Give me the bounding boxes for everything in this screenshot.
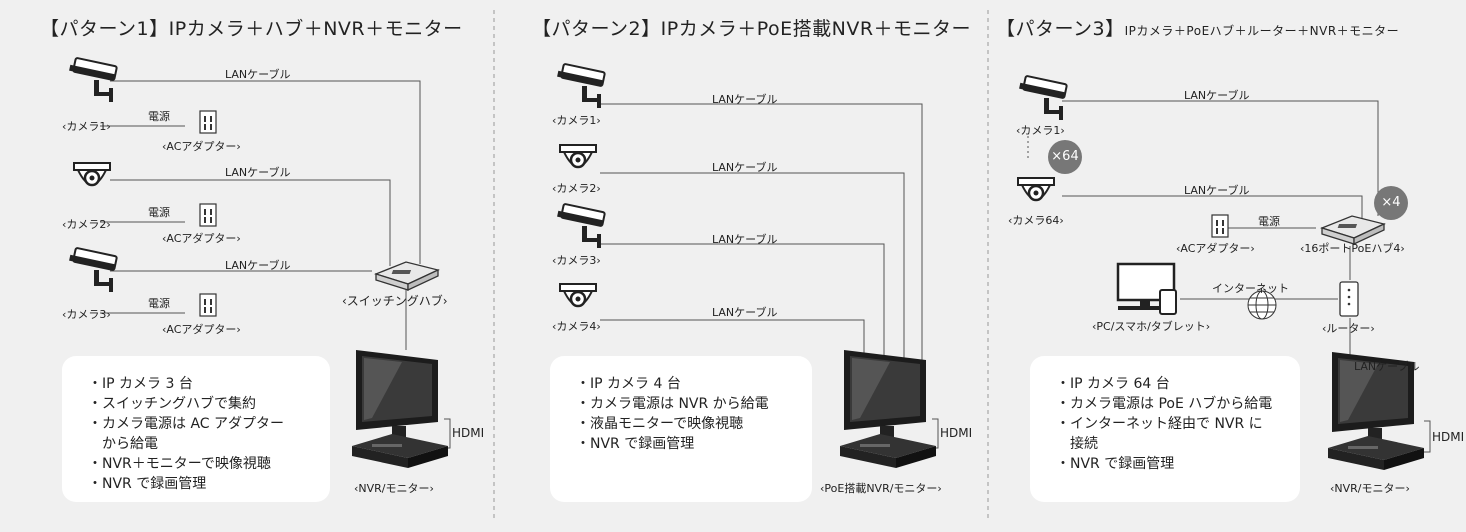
- cable-label: LANケーブル: [712, 161, 778, 174]
- cable-label: LANケーブル: [1354, 360, 1420, 373]
- pattern3-title-prefix: 【パターン3】: [996, 18, 1125, 40]
- note-line: ・IP カメラ 4 台: [576, 376, 681, 392]
- hdmi-label: HDMI: [1432, 430, 1465, 444]
- dome-camera-icon: [558, 143, 598, 169]
- cable-label: LANケーブル: [225, 259, 291, 272]
- router-label: ‹ルーター›: [1322, 322, 1375, 335]
- cable-label: LANケーブル: [712, 93, 778, 106]
- note-line: ・カメラ電源は NVR から給電: [576, 396, 769, 412]
- cable-label: LANケーブル: [225, 68, 291, 81]
- box-camera-icon: [556, 62, 606, 109]
- camera-label: ‹カメラ64›: [1008, 214, 1064, 227]
- camera-label: ‹カメラ2›: [552, 182, 601, 195]
- note-line: ・スイッチングハブで集約: [88, 396, 256, 412]
- pattern3-notes: ・IP カメラ 64 台 ・カメラ電源は PoE ハブから給電 ・インターネット…: [1030, 356, 1300, 502]
- ac-outlet-icon: [199, 110, 217, 134]
- pc-icon: [1116, 262, 1177, 315]
- pattern1-title: 【パターン1】IPカメラ＋ハブ＋NVR＋モニター: [40, 18, 463, 40]
- pattern3-title-rest: IPカメラ＋PoEハブ＋ルーター＋NVR＋モニター: [1124, 24, 1400, 38]
- camera-label: ‹カメラ3›: [552, 254, 601, 267]
- pattern3-title: 【パターン3】IPカメラ＋PoEハブ＋ルーター＋NVR＋モニター: [996, 14, 1399, 41]
- note-line: ・カメラ電源は AC アダプター: [88, 416, 285, 432]
- globe-icon: [1247, 290, 1277, 320]
- power-label: 電源: [148, 297, 170, 310]
- note-line: ・IP カメラ 3 台: [88, 376, 193, 392]
- note-line: ・カメラ電源は PoE ハブから給電: [1056, 396, 1273, 412]
- adapter-label: ‹ACアダプター›: [162, 140, 241, 153]
- note-line: ・液晶モニターで映像視聴: [576, 416, 744, 432]
- power-label: 電源: [148, 110, 170, 123]
- note-line: ・IP カメラ 64 台: [1056, 376, 1170, 392]
- ac-outlet-icon: [1211, 214, 1229, 238]
- ac-outlet-icon: [199, 293, 217, 317]
- camera-label: ‹カメラ2›: [62, 218, 111, 231]
- hub-label: ‹16ポートPoEハブ4›: [1300, 242, 1405, 255]
- hdmi-label: HDMI: [940, 426, 973, 440]
- box-camera-icon: [1018, 74, 1068, 121]
- cable-label: LANケーブル: [225, 166, 291, 179]
- pattern2-notes: ・IP カメラ 4 台 ・カメラ電源は NVR から給電 ・液晶モニターで映像視…: [550, 356, 812, 502]
- note-line: ・NVR＋モニターで映像視聴: [88, 456, 271, 472]
- power-label: 電源: [148, 206, 170, 219]
- box-camera-icon: [68, 246, 118, 293]
- camera-label: ‹カメラ1›: [552, 114, 601, 127]
- dome-camera-icon: [558, 282, 598, 308]
- cable-label: LANケーブル: [712, 306, 778, 319]
- note-line: 接続: [1056, 436, 1098, 452]
- poe-nvr-monitor-icon: [840, 350, 936, 468]
- hdmi-label: HDMI: [452, 426, 485, 440]
- note-line: ・NVR で録画管理: [576, 436, 695, 452]
- dome-camera-icon: [72, 161, 112, 187]
- cable-label: LANケーブル: [1184, 89, 1250, 102]
- note-line: ・インターネット経由で NVR に: [1056, 416, 1263, 432]
- camera-label: ‹カメラ1›: [62, 120, 111, 133]
- adapter-label: ‹ACアダプター›: [162, 232, 241, 245]
- camera-count-badge: ×64: [1048, 140, 1082, 174]
- ac-outlet-icon: [199, 203, 217, 227]
- pattern2-title: 【パターン2】IPカメラ＋PoE搭載NVR＋モニター: [532, 18, 972, 40]
- switching-hub-icon: [375, 261, 439, 291]
- router-icon: [1339, 281, 1359, 317]
- adapter-label: ‹ACアダプター›: [1176, 242, 1255, 255]
- cable-label: LANケーブル: [1184, 184, 1250, 197]
- note-line: から給電: [88, 436, 158, 452]
- power-label: 電源: [1258, 215, 1280, 228]
- hub-count-badge: ×4: [1374, 186, 1408, 220]
- pc-label: ‹PC/スマホ/タブレット›: [1092, 320, 1211, 333]
- adapter-label: ‹ACアダプター›: [162, 323, 241, 336]
- box-camera-icon: [556, 202, 606, 249]
- monitor-label: ‹NVR/モニター›: [1330, 482, 1410, 495]
- internet-label: インターネット: [1212, 282, 1289, 295]
- monitor-label: ‹PoE搭載NVR/モニター›: [820, 482, 942, 495]
- camera-label: ‹カメラ1›: [1016, 124, 1065, 137]
- note-line: ・NVR で録画管理: [88, 476, 207, 492]
- cable-label: LANケーブル: [712, 233, 778, 246]
- hub-label: ‹スイッチングハブ›: [342, 294, 448, 308]
- camera-label: ‹カメラ4›: [552, 320, 601, 333]
- nvr-monitor-icon: [352, 350, 448, 468]
- dome-camera-icon: [1016, 176, 1056, 202]
- camera-label: ‹カメラ3›: [62, 308, 111, 321]
- box-camera-icon: [68, 56, 118, 103]
- note-line: ・NVR で録画管理: [1056, 456, 1175, 472]
- pattern1-notes: ・IP カメラ 3 台 ・スイッチングハブで集約 ・カメラ電源は AC アダプタ…: [62, 356, 330, 502]
- monitor-label: ‹NVR/モニター›: [354, 482, 434, 495]
